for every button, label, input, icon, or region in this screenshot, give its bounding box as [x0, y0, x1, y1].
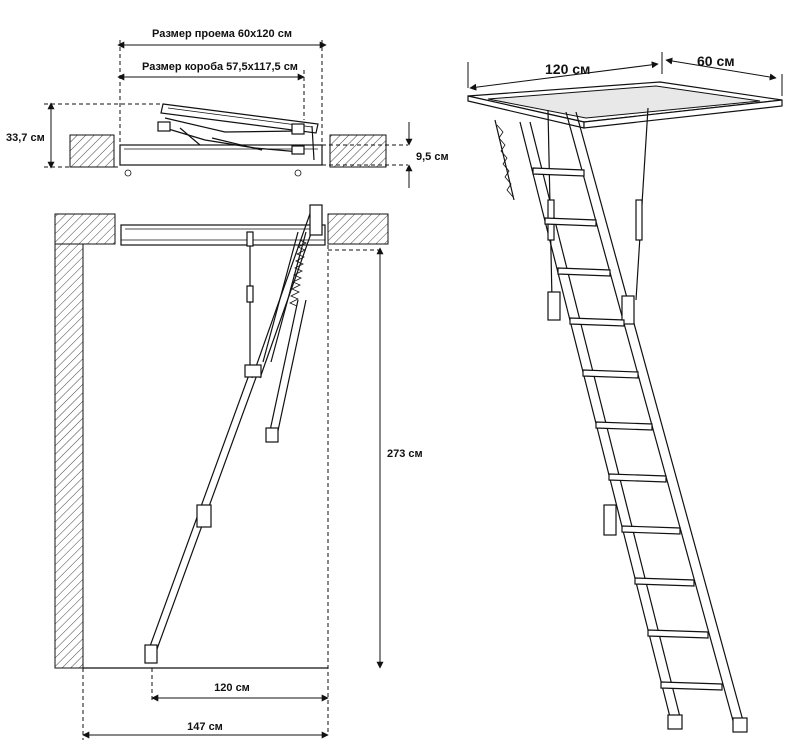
ceiling-block-right — [327, 213, 389, 245]
perspective-view: 120 см 60 см — [467, 52, 783, 733]
folded-view: Размер проема 60х120 см Размер короба 57… — [6, 28, 449, 188]
box-size-label: Размер короба 57,5х117,5 см — [142, 61, 298, 73]
opening-size-label: Размер проема 60х120 см — [152, 28, 292, 40]
depth-folded-label: 33,7 см — [6, 132, 45, 144]
ceiling-block-left — [54, 213, 116, 245]
box-height-label: 9,5 см — [416, 151, 449, 163]
perspective-width-label: 60 см — [697, 53, 735, 69]
side-box — [120, 224, 326, 246]
ladder-reach-label: 120 см — [214, 682, 250, 694]
wall-hatch — [54, 243, 84, 669]
folded-hatch-lid — [160, 103, 319, 134]
ceiling-hatch-left — [69, 134, 115, 168]
total-reach-label: 147 см — [187, 721, 223, 733]
perspective-length-label: 120 см — [545, 61, 590, 77]
ceiling-height-label: 273 см — [387, 448, 423, 460]
side-view: 273 см 120 см 147 см — [54, 204, 423, 740]
ladder-rungs — [532, 167, 723, 691]
ceiling-hatch-right — [329, 134, 387, 168]
